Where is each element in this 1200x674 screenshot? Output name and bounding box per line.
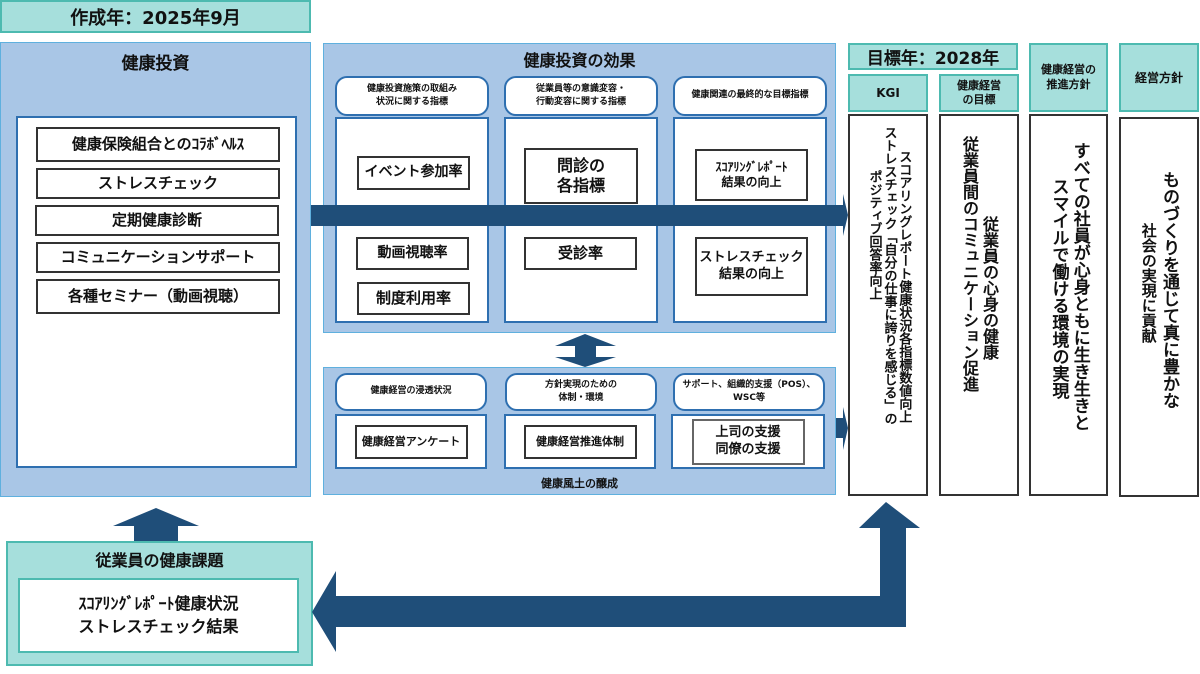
culture-column-body: 健康経営アンケート xyxy=(335,414,487,469)
created-date-banner: 作成年：2025年9月 xyxy=(0,0,311,33)
metric-stress-check-improvement: ストレスチェック 結果の向上 xyxy=(695,237,808,296)
investment-items-box: 健康保険組合とのｺﾗﾎﾞﾍﾙｽ ストレスチェック 定期健康診断 コミュニケーショ… xyxy=(16,116,297,468)
effects-column-header: 健康関連の最終的な目標指標 xyxy=(673,76,827,116)
metric-interview-indicators: 問診の 各指標 xyxy=(524,148,638,204)
promotion-policy-header: 健康経営の 推進方針 xyxy=(1029,43,1108,112)
kgi-line: ストレスチェック「自分の仕事に誇りを感じる」の xyxy=(881,126,897,425)
management-policy-header: 経営方針 xyxy=(1119,43,1199,112)
health-culture-panel: 健康経営の浸透状況 健康経営アンケート 方針実現のための 体制・環境 健康経営推… xyxy=(323,367,836,495)
investment-item: 健康保険組合とのｺﾗﾎﾞﾍﾙｽ xyxy=(36,127,280,162)
policy-line: スマイルで働ける環境の実現 xyxy=(1048,178,1069,399)
investment-effects-panel: 健康投資の効果 健康投資施策の取組み 状況に関する指標 イベント参加率 動画視聴… xyxy=(323,43,836,333)
kgi-box: スコアリングレポート健康状況各指標数値向上 ストレスチェック「自分の仕事に誇りを… xyxy=(848,114,928,496)
investment-item: コミュニケーションサポート xyxy=(36,242,280,273)
kgi-line: ポジティブ回答率向上 xyxy=(866,170,882,300)
metric-scoring-report-improvement: ｽｺｱﾘﾝｸﾞﾚﾎﾟｰﾄ 結果の向上 xyxy=(695,149,808,201)
management-policy-label: 経営方針 xyxy=(1134,71,1183,85)
kgi-label: KGI xyxy=(876,86,900,100)
culture-item-support: 上司の支援 同僚の支援 xyxy=(691,418,805,465)
goal-box: 従業員の心身の健康 従業員間のコミュニケーション促進 xyxy=(939,114,1019,496)
culture-column-header: 健康経営の浸透状況 xyxy=(335,373,487,411)
effects-culture-double-arrow xyxy=(555,334,616,367)
goal-header: 健康経営 の目標 xyxy=(939,74,1019,112)
promotion-policy-box: すべての社員が心身ともに生き生きと スマイルで働ける環境の実現 xyxy=(1029,114,1108,496)
target-year-banner: 目標年：2028年 xyxy=(848,43,1018,70)
health-culture-title: 健康風土の醸成 xyxy=(541,477,618,490)
metric-checkup-rate: 受診率 xyxy=(524,237,637,270)
promotion-policy-text: すべての社員が心身ともに生き生きと スマイルで働ける環境の実現 xyxy=(1047,142,1090,431)
employee-health-issues-panel: 従業員の健康課題 ｽｺｱﾘﾝｸﾞﾚﾎﾟｰﾄ健康状況 ストレスチェック結果 xyxy=(6,541,313,666)
investment-item: ストレスチェック xyxy=(36,168,280,199)
health-investment-panel: 健康投資 健康保険組合とのｺﾗﾎﾞﾍﾙｽ ストレスチェック 定期健康診断 コミュ… xyxy=(0,42,311,497)
management-policy-box: ものづくりを通じて真に豊かな 社会の実現に貢献 xyxy=(1119,117,1199,497)
culture-column-body: 健康経営推進体制 xyxy=(504,414,656,469)
management-policy-text: ものづくりを通じて真に豊かな 社会の実現に貢献 xyxy=(1139,171,1179,409)
goal-line: 従業員間のコミュニケーション促進 xyxy=(960,136,979,392)
effects-column-header: 従業員等の意識変容・ 行動変容に関する指標 xyxy=(504,76,658,116)
kgi-text: スコアリングレポート健康状況各指標数値向上 ストレスチェック「自分の仕事に誇りを… xyxy=(866,126,912,425)
goal-line: 従業員の心身の健康 xyxy=(980,216,999,360)
management-line: 社会の実現に貢献 xyxy=(1139,223,1158,343)
culture-column-body: 上司の支援 同僚の支援 xyxy=(671,414,825,469)
policy-line: すべての社員が心身ともに生き生きと xyxy=(1069,142,1090,431)
employee-health-issues-title: 従業員の健康課題 xyxy=(95,551,224,570)
health-investment-title: 健康投資 xyxy=(121,54,190,74)
kgi-to-issues-arrow xyxy=(312,502,920,652)
culture-item-promotion-system: 健康経営推進体制 xyxy=(523,424,637,459)
goal-text: 従業員の心身の健康 従業員間のコミュニケーション促進 xyxy=(959,136,999,392)
metric-system-use-rate: 制度利用率 xyxy=(357,282,470,315)
management-line: ものづくりを通じて真に豊かな xyxy=(1159,171,1179,409)
investment-item: 定期健康診断 xyxy=(35,205,279,236)
employee-health-issues-content: ｽｺｱﾘﾝｸﾞﾚﾎﾟｰﾄ健康状況 ストレスチェック結果 xyxy=(18,578,299,653)
culture-to-kgi-arrow xyxy=(836,407,848,450)
investment-effects-title: 健康投資の効果 xyxy=(523,51,636,70)
culture-column-header: サポート、組織的支援（POS）、 WSC等 xyxy=(673,373,825,411)
culture-item-survey: 健康経営アンケート xyxy=(354,424,468,459)
kgi-header: KGI xyxy=(848,74,928,112)
investment-item: 各種セミナー（動画視聴） xyxy=(36,279,280,314)
created-date-label: 作成年：2025年9月 xyxy=(70,7,241,29)
metric-event-participation: イベント参加率 xyxy=(357,156,470,190)
kgi-line: スコアリングレポート健康状況各指標数値向上 xyxy=(896,150,912,423)
target-year-label: 目標年：2028年 xyxy=(866,49,1000,69)
metric-video-view-rate: 動画視聴率 xyxy=(356,237,469,270)
issues-to-investment-arrow xyxy=(113,508,199,541)
culture-column-header: 方針実現のための 体制・環境 xyxy=(505,373,657,411)
effects-column-header: 健康投資施策の取組み 状況に関する指標 xyxy=(335,76,489,116)
